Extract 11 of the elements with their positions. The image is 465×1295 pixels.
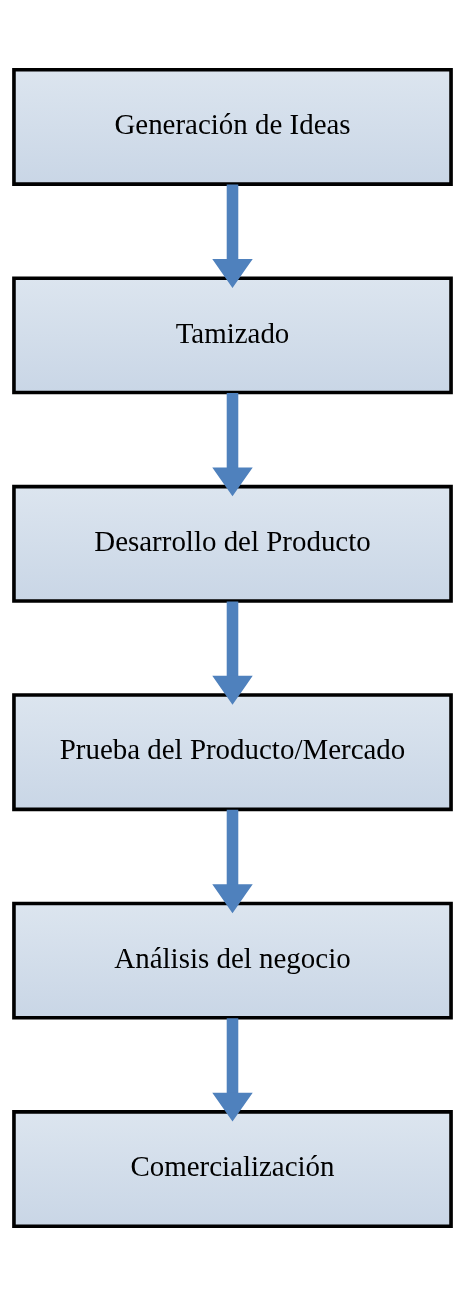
node-box: Comercialización (12, 1109, 453, 1228)
node-box: Tamizado (12, 275, 453, 394)
node-box: Análisis del negocio (12, 901, 453, 1020)
node-box: Prueba del Producto/Mercado (12, 692, 453, 811)
arrow (212, 809, 253, 913)
node-box: Desarrollo del Producto (12, 484, 453, 603)
arrow (212, 600, 253, 705)
arrow (212, 392, 253, 496)
arrow (212, 184, 253, 288)
arrow (212, 1017, 253, 1122)
node-box: Generación de Ideas (12, 67, 453, 186)
